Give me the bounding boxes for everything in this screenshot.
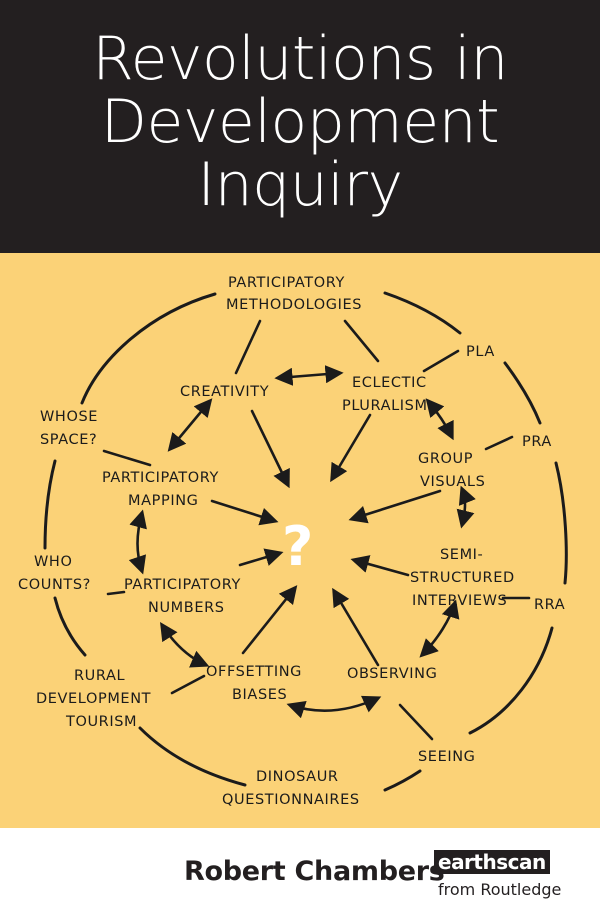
node-group-visuals-line1: GROUP xyxy=(418,451,473,467)
arrow-numbers-offsetting xyxy=(160,621,210,668)
line-pla-eclectic xyxy=(422,349,460,373)
publisher-name: earthscan xyxy=(434,850,550,874)
outer-circle-arcs xyxy=(43,291,568,792)
node-whose-space-line1: WHOSE xyxy=(40,409,98,425)
methodology-diagram: ? PARTICIPATORY METHODOLOGIES PLA PRA RR… xyxy=(0,253,600,828)
arrows-to-center xyxy=(210,409,442,667)
line-pm-eclectic xyxy=(343,319,380,363)
node-participatory-mapping-line1: PARTICIPATORY xyxy=(102,470,219,486)
node-rural-development-tourism-line1: RURAL xyxy=(74,668,125,684)
arc-seeing-dq xyxy=(383,769,422,792)
diagram-labels: PARTICIPATORY METHODOLOGIES PLA PRA RRA … xyxy=(18,275,565,808)
title-band: Revolutions in Development Inquiry xyxy=(0,0,600,253)
arrow-semi-center xyxy=(350,555,410,577)
arrow-creativity-mapping xyxy=(167,398,213,452)
arc-wc-ws xyxy=(43,459,57,550)
line-rdt-offsetting xyxy=(170,674,206,695)
node-who-counts-line2: COUNTS? xyxy=(18,577,91,593)
node-seeing: SEEING xyxy=(418,749,476,765)
arrow-numbers-center xyxy=(238,548,284,567)
line-pm-creativity xyxy=(234,319,262,375)
arc-dq-rdt xyxy=(138,726,247,787)
publisher-logo: earthscan from Routledge xyxy=(432,842,582,906)
arc-rdt-wc xyxy=(53,596,87,657)
node-rural-development-tourism-line2: DEVELOPMENT xyxy=(36,691,151,707)
node-dinosaur-questionnaires-line2: QUESTIONNAIRES xyxy=(222,792,360,808)
node-offsetting-biases-line2: BIASES xyxy=(232,687,287,703)
arrow-group-eclectic xyxy=(425,398,454,441)
line-pra-group xyxy=(484,435,514,451)
center-question-mark: ? xyxy=(282,515,313,578)
title-line-3: Inquiry xyxy=(197,150,403,220)
arrow-mapping-center xyxy=(210,499,279,526)
node-participatory-numbers-line2: NUMBERS xyxy=(148,600,225,616)
connector-lines xyxy=(102,319,531,741)
node-eclectic-pluralism-line2: PLURALISM xyxy=(342,398,428,414)
node-rural-development-tourism-line3: TOURISM xyxy=(65,714,137,730)
arc-top-right xyxy=(383,291,462,335)
arrow-offsetting-observing xyxy=(286,695,382,719)
title-line-2: Development xyxy=(100,87,500,157)
node-eclectic-pluralism-line1: ECLECTIC xyxy=(352,375,427,391)
node-creativity: CREATIVITY xyxy=(180,384,269,400)
node-participatory-mapping-line2: MAPPING xyxy=(128,493,198,509)
node-pla: PLA xyxy=(466,344,495,360)
arrow-mapping-numbers xyxy=(128,509,147,575)
arrow-group-center xyxy=(348,489,442,524)
node-dinosaur-questionnaires-line1: DINOSAUR xyxy=(256,769,339,785)
node-pra: PRA xyxy=(522,434,552,450)
arrow-offsetting-center xyxy=(241,585,298,655)
arrow-observing-center xyxy=(332,587,380,667)
diagram-svg: ? PARTICIPATORY METHODOLOGIES PLA PRA RR… xyxy=(18,275,568,808)
arrow-creativity-center xyxy=(250,409,290,489)
node-semi-structured-line1: SEMI- xyxy=(440,547,483,563)
node-observing: OBSERVING xyxy=(347,666,437,682)
line-observing-seeing xyxy=(398,703,434,741)
arrow-semi-group xyxy=(456,485,476,529)
node-group-visuals-line2: VISUALS xyxy=(420,474,485,490)
arrow-observing-semi xyxy=(419,599,460,658)
node-participatory-methodologies-line2: METHODOLOGIES xyxy=(226,297,362,313)
node-who-counts-line1: WHO xyxy=(34,554,72,570)
node-participatory-numbers-line1: PARTICIPATORY xyxy=(124,577,241,593)
bidirectional-arrows xyxy=(128,365,476,719)
node-whose-space-line2: SPACE? xyxy=(40,432,97,448)
arrow-eclectic-center xyxy=(330,413,372,483)
node-participatory-methodologies-line1: PARTICIPATORY xyxy=(228,275,345,291)
author-name: Robert Chambers xyxy=(184,856,445,887)
node-rra: RRA xyxy=(534,597,565,613)
node-semi-structured-line2: STRUCTURED xyxy=(410,570,515,586)
node-semi-structured-line3: INTERVIEWS xyxy=(412,593,507,609)
line-ws-mapping xyxy=(102,449,152,467)
node-offsetting-biases-line1: OFFSETTING xyxy=(206,664,302,680)
publisher-subtitle: from Routledge xyxy=(438,880,562,899)
title-line-1: Revolutions in xyxy=(92,24,508,94)
arc-top-left xyxy=(80,292,217,405)
arc-pla-pra xyxy=(503,361,542,425)
line-wc-numbers xyxy=(106,590,126,596)
arc-rra-seeing xyxy=(468,626,554,735)
footer: Robert Chambers earthscan from Routledge xyxy=(0,828,600,921)
arc-pra-rra xyxy=(554,461,568,585)
arrow-creativity-eclectic xyxy=(274,365,344,386)
